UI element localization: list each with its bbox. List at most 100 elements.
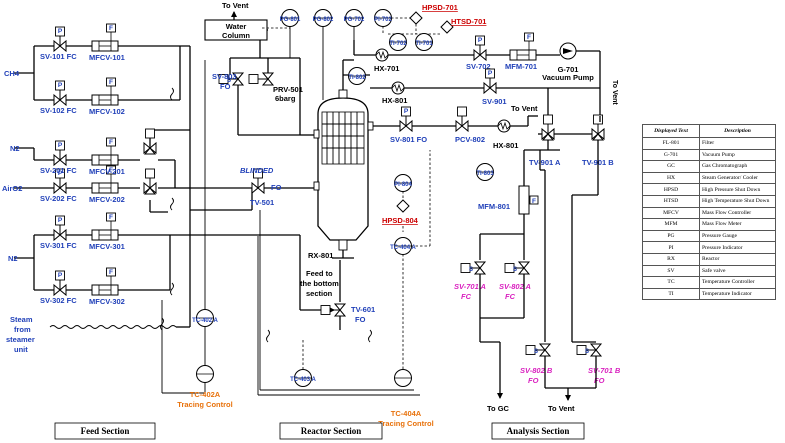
legend-description: Filter (699, 137, 776, 150)
legend-code: GC (642, 160, 700, 173)
tv501-fo-label: FO (271, 183, 282, 192)
pi804-label: PI-804 (394, 182, 412, 188)
legend-description: High Pressure Shut Down (699, 183, 776, 196)
legend-description: Steam Generator/ Cooler (699, 171, 776, 185)
f-tag: F (109, 167, 113, 174)
tv901a-valve[interactable] (541, 114, 555, 141)
tv601-valve[interactable] (320, 303, 346, 317)
to-gc-label: To GC (487, 404, 510, 413)
steam-label-1: Steam (10, 315, 33, 324)
ti803-label: TI-803 (476, 171, 494, 177)
s-tag: S (585, 349, 589, 355)
f-tag: F (109, 214, 113, 221)
pg802-label: PG-802 (313, 17, 334, 23)
s-tag: S (227, 78, 231, 84)
feed-section-title: Feed Section (81, 426, 130, 436)
legend-code: PG (642, 229, 700, 243)
legend-description: Pressure Indicator (699, 241, 776, 254)
tc403a-label: TC-403 A (290, 377, 316, 383)
legend-description: Mass Flow Meter (699, 218, 776, 231)
p-tag: P (58, 142, 63, 149)
mfm701-label: MFM-701 (505, 62, 537, 71)
outlet-section: HX-701 TI-702 TI-701 P SV-702 F MFM-701 … (342, 32, 618, 342)
g701-label: G-701 (558, 65, 579, 74)
prv501-valve[interactable] (248, 72, 274, 86)
hx701-exchanger[interactable] (375, 48, 389, 62)
p-tag: P (478, 37, 483, 44)
sv101-label: SV-101 FC (40, 52, 77, 61)
tv901b-valve[interactable] (591, 114, 605, 141)
hpsd701-label: HPSD-701 (422, 3, 458, 12)
mfcv102-controller[interactable] (91, 77, 119, 106)
sv701a-label: SV-701 A (454, 282, 486, 291)
three-way-valve-air[interactable] (143, 168, 157, 195)
hpsd804-interlock[interactable] (396, 199, 410, 213)
sv802a-fc-label: FC (505, 292, 516, 301)
tc402a-tracing-label: TC-402A (190, 390, 221, 399)
pcv802-valve[interactable] (455, 106, 469, 132)
blinded-label: BLINDED (240, 166, 274, 175)
airo2-label: AirO2 (2, 184, 22, 193)
three-way-valve-n2[interactable] (143, 128, 157, 155)
to-vent-bottom-label: To Vent (548, 404, 575, 413)
legend-code: HX (642, 171, 700, 185)
legend-description: Temperature Controller (699, 276, 776, 289)
legend-header-displayed-text: Displayed Text (642, 124, 700, 138)
legend-description: Temperature Indicator (699, 287, 776, 301)
htsd701-label: HTSD-701 (451, 17, 486, 26)
legend-code: G-701 (642, 148, 700, 162)
mfcv301-controller[interactable] (91, 212, 119, 241)
to-vent-right-label: To Vent (611, 80, 618, 105)
sv802b-label: SV-802 B (520, 366, 553, 375)
mfcv201-label: MFCV-201 (89, 167, 125, 176)
hx701-label: HX-701 (374, 64, 399, 73)
tc404a-tracing-label: TC-404A (391, 409, 422, 418)
tc402a-controller[interactable] (196, 365, 214, 383)
analysis-section-title: Analysis Section (507, 426, 570, 436)
sv201-label: SV-201 FC (40, 166, 77, 175)
legend-header-row: Displayed Text Description (642, 124, 776, 138)
tc404a-controller[interactable] (394, 369, 412, 387)
legend-code: PI (642, 241, 700, 254)
hpsd701-interlock[interactable] (409, 11, 423, 25)
p-tag: P (404, 108, 409, 115)
tv601-label: TV-601 (351, 305, 375, 314)
hx801-exchanger-a[interactable] (391, 81, 405, 95)
sv702-label: SV-702 (466, 62, 491, 71)
prv501-label: PRV-501 (273, 85, 303, 94)
mfcv101-controller[interactable] (91, 23, 119, 52)
mfcv201-controller[interactable] (91, 137, 119, 166)
steam-label-3: steamer (6, 335, 35, 344)
legend-description: Vacuum Pump (699, 148, 776, 162)
feed-label-1: Feed to (306, 269, 333, 278)
hx801-exchanger-b[interactable] (497, 119, 511, 133)
mfcv302-controller[interactable] (91, 267, 119, 296)
pg702-label: PG-702 (344, 17, 365, 23)
mfcv101-label: MFCV-101 (89, 53, 125, 62)
analysis-section-title-box (491, 422, 585, 440)
legend-code: TC (642, 276, 700, 289)
tv501-label: TV-501 (250, 198, 274, 207)
mfm801-meter[interactable] (518, 185, 530, 215)
hpsd804-label: HPSD-804 (382, 216, 419, 225)
reactor-rx801[interactable] (317, 97, 369, 241)
analysis-section: S S SV-701 A FC SV-802 A FC To GC S S SV… (454, 169, 621, 413)
sv202-label: SV-202 FC (40, 194, 77, 203)
legend-description: Mass Flow Controller (699, 206, 776, 220)
legend-description: Reactor (699, 252, 776, 266)
sv701b-label: SV-701 B (588, 366, 621, 375)
legend-code: HPSD (642, 183, 700, 196)
f-tag: F (109, 25, 113, 32)
mfm701-meter[interactable] (509, 32, 537, 61)
tv601-fo-label: FO (355, 315, 366, 324)
tc404a-tracing-label-2: Tracing Control (378, 419, 433, 428)
pg801-label: PG-801 (280, 17, 301, 23)
sv301-label: SV-301 FC (40, 241, 77, 250)
